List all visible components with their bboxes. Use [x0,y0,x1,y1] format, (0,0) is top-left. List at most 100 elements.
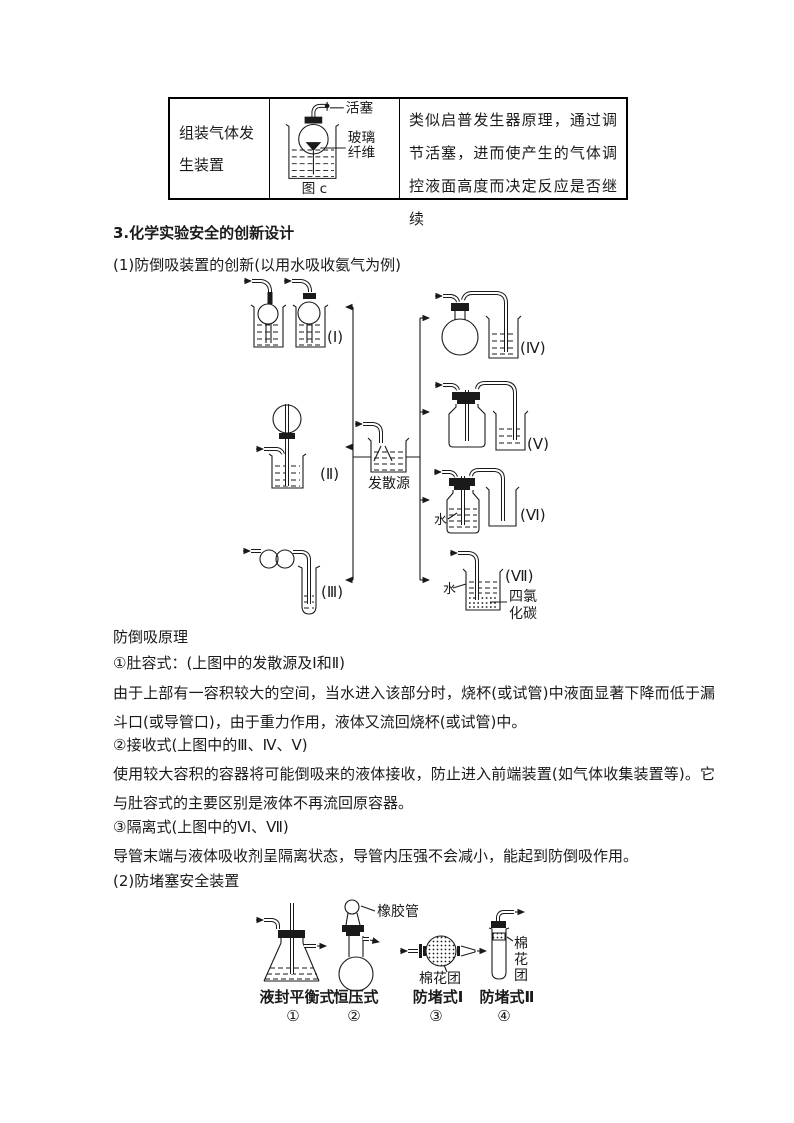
stopper [303,293,316,299]
stopper [279,433,295,439]
stopper [304,116,323,124]
label-rubber-tube: 橡胶管 [377,903,419,920]
glass-fiber-plug [305,142,322,151]
label-ccl4-2: 化碳 [509,606,537,622]
label-iv: (Ⅳ) [520,339,546,357]
label-vi: (Ⅵ) [520,506,546,524]
item2-body: 使用较大容积的容器将可能倒吸来的液体接收，防止进入前端装置(如气体收集装置等)。… [113,765,715,812]
beaker [485,315,522,359]
device-anticlog-2: 棉 花 团 防堵式Ⅱ ④ [480,908,535,1025]
beaker [485,486,520,527]
apparatus-iii: (Ⅲ) [243,547,343,615]
label-cotton-char: 棉 [514,935,528,952]
beaker [367,437,410,473]
beaker [250,304,287,348]
stopper [452,392,480,400]
principle-title: 防倒吸原理 [113,628,189,646]
anti-suckback-diagram: (Ⅰ) (Ⅱ) [243,278,549,622]
leader-line [447,512,458,520]
label-fiber-1: 玻璃 [348,129,375,146]
beaker [268,453,307,489]
figure-c-apparatus: 活塞 玻璃 纤维 图 c [285,100,376,197]
label-fiber-2: 纤维 [348,145,376,161]
test-tube [297,565,321,615]
beaker [285,124,340,179]
apparatus-vii: 水 (Ⅶ) 四氯 化碳 [443,549,537,622]
number-4: ④ [497,1007,510,1025]
leader-line [506,936,514,942]
source-label: 发散源 [368,476,410,492]
label-cotton-char: 花 [514,952,528,968]
label-ii: (Ⅱ) [320,465,339,483]
apparatus-ii: (Ⅱ) [256,404,339,489]
caption-1: 液封平衡式 [259,988,334,1006]
number-1: ① [286,1007,299,1025]
table-row-label: 组装气体发生装置 [179,123,255,174]
bulb [275,549,295,569]
leader-line [360,905,376,912]
test-tube [488,927,510,980]
leader-line [443,964,448,973]
bottle [448,404,486,448]
apparatus-v: (Ⅴ) [435,381,549,453]
caption-2: 恒压式 [333,988,378,1006]
item1-title: ①肚容式：(上图中的发散源及Ⅰ和Ⅱ) [113,654,345,672]
device-anticlog-1: 棉花团 防堵式Ⅰ ③ [400,935,487,1025]
bulb [259,549,279,569]
flask-neck [348,936,364,957]
round-flask [338,956,374,992]
bottle [446,490,480,534]
label-cotton-char: 团 [514,968,528,984]
flask [441,318,479,356]
item3-title: ③隔离式(上图中的Ⅵ、Ⅶ) [113,818,289,836]
stopper [342,925,364,932]
gas-out-arrow [369,937,380,944]
label-ccl4-1: 四氯 [509,589,537,605]
beaker [292,304,329,348]
summary-table: 组装气体发生装置 活塞 玻璃 纤维 [168,97,628,228]
beaker [462,568,504,611]
left-branch-line [345,303,354,584]
right-branch-line [419,314,430,584]
cotton-plug [492,932,506,941]
section-heading: 3.化学实验安全的创新设计 [113,224,295,242]
caption-4: 防堵式Ⅱ [480,988,535,1006]
erlenmeyer-flask [263,942,320,982]
anti-clog-diagram: 液封平衡式 ① 橡胶管 恒压式 ② [256,899,535,1025]
number-2: ② [347,1007,360,1025]
leader-line [452,583,467,589]
flask [297,301,321,325]
label-valve: 活塞 [346,100,374,117]
label-v: (Ⅴ) [527,435,549,453]
item2-title: ②接收式(上图中的Ⅲ、Ⅳ、Ⅴ) [113,736,308,754]
flask [257,303,279,325]
beaker [492,410,529,451]
taper-tube [460,945,476,957]
number-3: ③ [429,1007,442,1025]
apparatus-vi: 水 (Ⅵ) [434,468,546,534]
source-apparatus: 发散源 [353,420,420,492]
table-cell-figure: 活塞 玻璃 纤维 图 c [270,99,400,198]
rubber-tube-loop [344,899,360,915]
label-water: 水 [434,513,447,528]
ccl4-layer [469,597,497,608]
caption-3: 防堵式Ⅰ [413,988,464,1006]
subsection-1: (1)防倒吸装置的创新(以用水吸收氨气为例) [113,256,401,274]
label-water: 水 [443,582,456,597]
figure-caption: 图 c [302,181,328,197]
item1-body: 由于上部有一容积较大的空间，当水进入该部分时，烧杯(或试管)中液面显著下降而低于… [113,684,715,731]
stopper [278,930,305,938]
water-layer [469,581,497,594]
inverted-funnel [373,445,393,462]
stopper [491,921,506,928]
apparatus-i: (Ⅰ) [244,278,343,348]
stopper [451,303,469,311]
table-cell-description: 类似启普发生器原理，通过调节活塞，进而使产生的气体调控液面高度而决定反应是否继续 [409,111,617,228]
device-liquid-seal: 液封平衡式 ① [256,903,335,1025]
label-cotton: 棉花团 [419,970,461,987]
label-iii: (Ⅲ) [321,583,343,601]
label-vii: (Ⅶ) [505,567,534,585]
subsection-2: (2)防堵塞安全装置 [113,872,240,890]
apparatus-iv: (Ⅳ) [435,291,546,359]
